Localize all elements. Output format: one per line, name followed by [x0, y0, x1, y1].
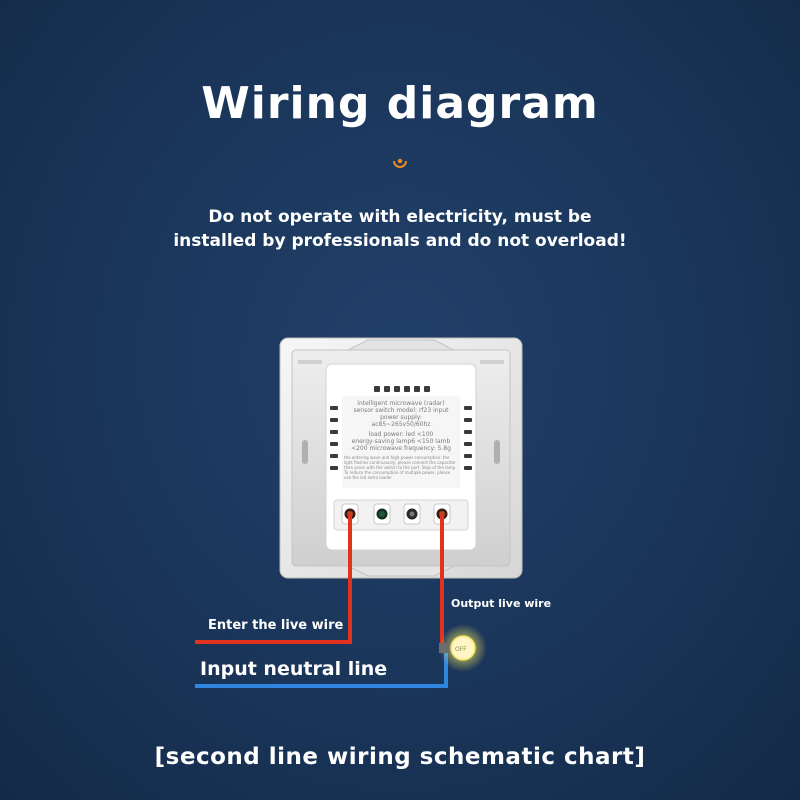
neutral-label: Input neutral line	[200, 658, 388, 680]
bottom-tab	[347, 565, 455, 577]
safety-warning: Do not operate with electricity, must be…	[0, 205, 800, 253]
live-in-label: Enter the live wire	[208, 618, 344, 633]
terminal-ground	[403, 503, 421, 525]
warning-line-1: Do not operate with electricity, must be	[208, 207, 592, 227]
terminal-n	[373, 503, 391, 525]
light-bulb-icon	[450, 635, 476, 661]
module-label: intelligent microwave (radar) sensor swi…	[344, 400, 458, 480]
footer-caption: [second line wiring schematic chart]	[154, 744, 646, 770]
module-label-line-1: intelligent microwave (radar)	[357, 400, 445, 407]
warning-line-2: installed by professionals and do not ov…	[173, 231, 627, 251]
live-wire-in	[195, 514, 352, 644]
switch-device	[279, 337, 523, 579]
module-label-line-3: power supply:	[380, 414, 422, 421]
bulb-text: OFF	[455, 646, 467, 653]
top-tab	[347, 339, 455, 351]
live-out-label: Output live wire	[451, 597, 552, 610]
module-label-area	[342, 396, 460, 488]
module-label-line-2: sensor switch model: rf23 input	[353, 407, 449, 414]
page-title: Wiring diagram	[201, 78, 599, 129]
module-label-warning: the ordering wave and high-power consump…	[344, 455, 457, 480]
screw-slot-right	[494, 440, 500, 464]
screw-slot-left	[302, 440, 308, 464]
bulb-base	[439, 643, 449, 653]
sun-icon	[393, 158, 407, 168]
module-label-line-6: energy-saving lamp6 <150 lamb	[351, 438, 451, 445]
module-label-line-4: ac85~265v50/60hz	[371, 421, 431, 428]
module-label-line-5: load power: led <100	[368, 431, 434, 438]
module-label-line-7: <200 microwave frequency: 5.8g	[351, 445, 451, 452]
